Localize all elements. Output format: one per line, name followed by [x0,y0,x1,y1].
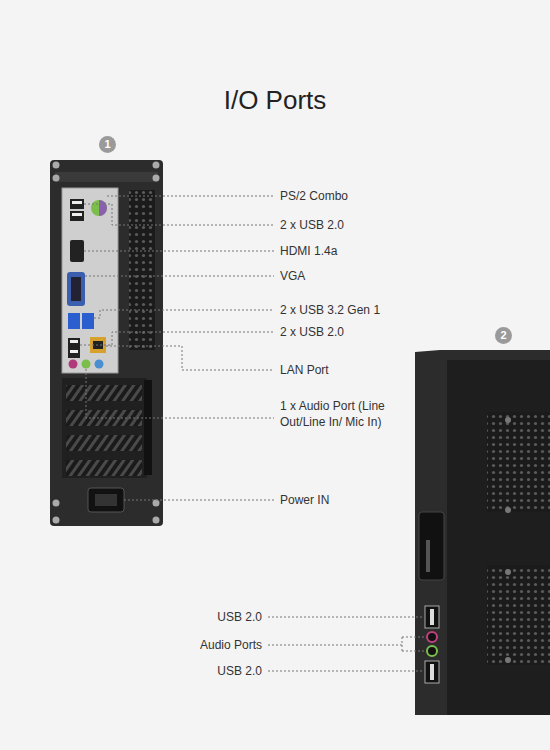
port-label: HDMI 1.4a [280,243,337,259]
callout-circle: 1 [99,136,116,153]
port-label: VGA [280,268,305,284]
port-label: LAN Port [280,362,329,378]
port-label: Power IN [280,492,329,508]
callout-number: 1 [104,138,110,150]
port-label: USB 2.0 [217,663,262,679]
port-label: 2 x USB 2.0 [280,217,344,233]
port-label: 2 x USB 3.2 Gen 1 [280,302,380,318]
callout-circle: 2 [495,327,512,344]
port-label: Audio Ports [200,637,262,653]
page-title: I/O Ports [0,84,550,116]
port-label: PS/2 Combo [280,188,348,204]
port-label: 2 x USB 2.0 [280,324,344,340]
callout-number: 2 [500,329,506,341]
port-label: USB 2.0 [217,609,262,625]
port-label: 1 x Audio Port (Line Out/Line In/ Mic In… [280,398,392,430]
